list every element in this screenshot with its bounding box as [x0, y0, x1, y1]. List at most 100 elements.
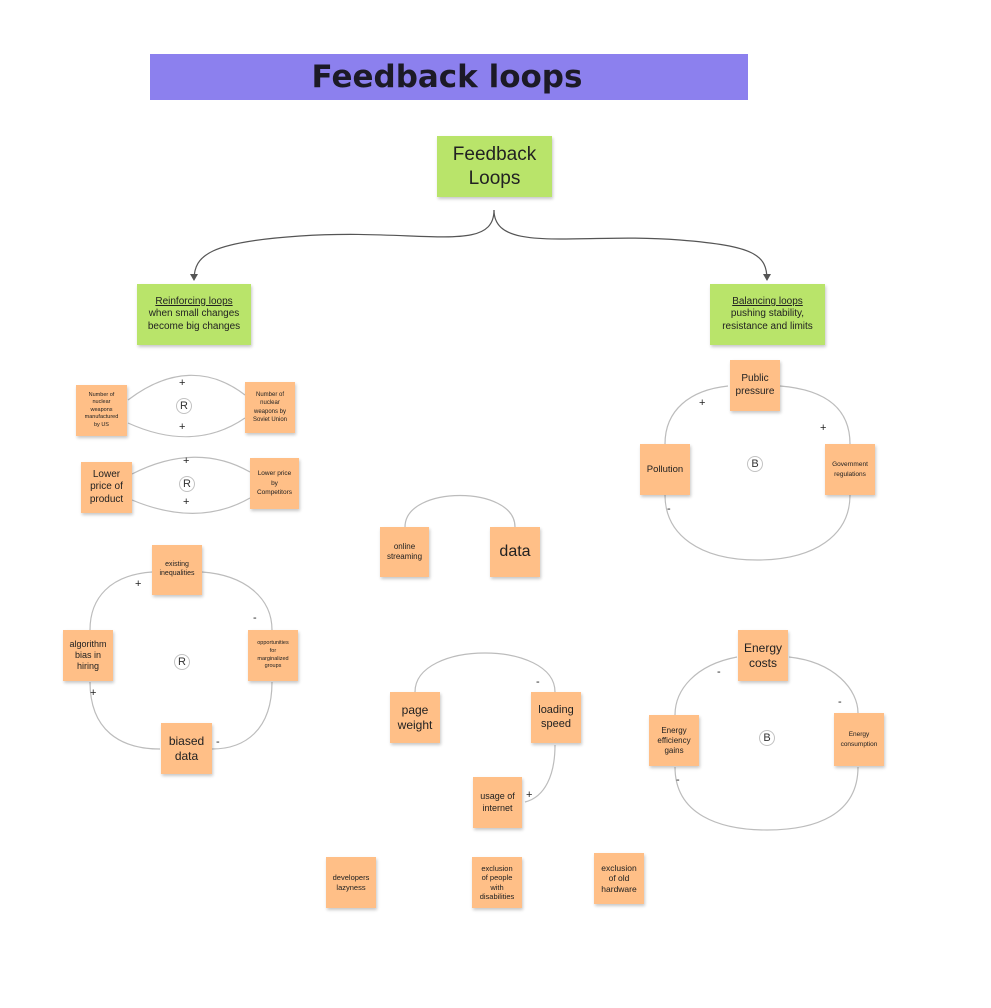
note-text: nuclear [260, 400, 280, 407]
loop-marker-balancing[interactable]: B [759, 730, 775, 746]
note-page-weight[interactable]: page weight [390, 692, 440, 743]
note-text: usage of [480, 791, 515, 802]
note-text: Energy [743, 640, 783, 655]
note-text: Lower [92, 468, 121, 480]
polarity-sign[interactable]: - [838, 696, 842, 708]
polarity-sign[interactable]: - [253, 612, 257, 624]
note-text: weapons [90, 406, 113, 413]
note-competitor-price[interactable]: Lower price by Competitors [250, 458, 299, 509]
link-nuclear-top[interactable] [127, 374, 246, 401]
loop-marker-reinforcing[interactable]: R [176, 398, 192, 414]
note-lower-price[interactable]: Lower price of product [81, 462, 132, 513]
link-nuclear-bottom[interactable] [127, 417, 246, 438]
note-developers-laziness[interactable]: developers lazyness [326, 857, 376, 908]
note-text: manufactured [84, 414, 119, 421]
note-pollution[interactable]: Pollution [640, 444, 690, 495]
polarity-sign[interactable]: - [717, 666, 721, 678]
link-pollution-government[interactable] [664, 494, 851, 561]
polarity-sign[interactable]: + [183, 496, 190, 508]
polarity-sign[interactable]: + [183, 455, 190, 467]
note-text: consumption [840, 740, 878, 748]
note-text: marginalized [257, 655, 289, 662]
note-text: internet [482, 802, 513, 813]
note-text: of people [481, 873, 513, 883]
note-text: exclusion [481, 863, 513, 873]
loop-marker-balancing[interactable]: B [747, 456, 763, 472]
polarity-sign[interactable]: - [216, 736, 220, 748]
link-bias-biased-data[interactable] [211, 681, 273, 750]
polarity-sign[interactable]: + [699, 397, 706, 409]
polarity-sign[interactable]: + [179, 421, 186, 433]
note-text: inequalities [159, 570, 195, 577]
link-costs-efficiency[interactable] [674, 656, 738, 716]
note-text: gains [664, 745, 684, 755]
link-price-top[interactable] [131, 456, 251, 475]
note-loading-speed[interactable]: loading speed [531, 692, 581, 743]
node-text: resistance and limits [722, 320, 813, 332]
link-page-weight-loading[interactable] [414, 652, 556, 693]
polarity-sign[interactable]: - [676, 774, 680, 786]
link-bias-algorithm[interactable] [89, 681, 161, 750]
page-title-banner[interactable]: Feedback loops [150, 54, 748, 100]
polarity-sign[interactable]: + [135, 578, 142, 590]
note-usage-internet[interactable]: usage of internet [473, 777, 522, 828]
link-bias-inequalities[interactable] [89, 571, 153, 631]
connector-root-reinforcing[interactable] [190, 209, 495, 281]
node-feedback-loops[interactable]: Feedback Loops [437, 136, 552, 197]
note-energy-consumption[interactable]: Energy consumption [834, 713, 884, 766]
polarity-sign[interactable]: + [90, 687, 97, 699]
note-biased-data[interactable]: biased data [161, 723, 212, 774]
note-text: loading [538, 703, 574, 716]
note-text: data [499, 543, 531, 560]
connector-root-balancing[interactable] [493, 209, 771, 281]
note-government-regulations[interactable]: Government regulations [825, 444, 875, 495]
link-public-government[interactable] [779, 385, 851, 445]
note-text: streaming [386, 552, 423, 561]
note-text: Public [741, 373, 769, 384]
page-title: Feedback loops [311, 59, 583, 95]
loop-marker-reinforcing[interactable]: R [179, 476, 195, 492]
loop-marker-reinforcing[interactable]: R [174, 654, 190, 670]
note-energy-efficiency[interactable]: Energy efficiency gains [649, 715, 699, 766]
link-streaming-data[interactable] [404, 494, 516, 528]
note-existing-inequalities[interactable]: existing inequalities [152, 545, 202, 595]
link-public-pollution[interactable] [664, 385, 729, 445]
note-exclusion-disabilities[interactable]: exclusion of people with disabilities [472, 857, 522, 908]
note-text: Energy [661, 725, 687, 735]
node-balancing-loops[interactable]: Balancing loops pushing stability, resis… [710, 284, 825, 345]
node-reinforcing-loops[interactable]: Reinforcing loops when small changes bec… [137, 284, 251, 345]
note-text: with [490, 882, 504, 892]
note-text: Energy [848, 731, 870, 739]
note-online-streaming[interactable]: online streaming [380, 527, 429, 577]
polarity-sign[interactable]: - [667, 503, 671, 515]
note-text: speed [541, 717, 571, 730]
note-text: Soviet Union [252, 416, 288, 423]
polarity-sign[interactable]: + [179, 377, 186, 389]
note-text: disabilities [479, 891, 515, 901]
note-opportunities[interactable]: opportunities for marginalized groups [248, 630, 298, 681]
note-energy-costs[interactable]: Energy costs [738, 630, 788, 681]
note-public-pressure[interactable]: Public pressure [730, 360, 780, 411]
note-text: nuclear [92, 399, 111, 406]
node-heading: Balancing loops [732, 295, 803, 307]
node-text: pushing stability, [730, 308, 805, 320]
note-text: biased [168, 733, 205, 748]
note-text: developers [332, 873, 370, 883]
polarity-sign[interactable]: + [820, 422, 827, 434]
note-exclusion-hardware[interactable]: exclusion of old hardware [594, 853, 644, 904]
node-text: become big changes [147, 320, 241, 332]
link-efficiency-consumption[interactable] [674, 766, 859, 831]
polarity-sign[interactable]: - [536, 676, 540, 688]
note-text: product [89, 493, 124, 505]
polarity-sign[interactable]: + [526, 789, 533, 801]
note-algorithm-bias[interactable]: algorithm bias in hiring [63, 630, 113, 681]
note-text: groups [264, 663, 282, 670]
link-costs-consumption[interactable] [788, 656, 859, 714]
link-price-bottom[interactable] [131, 497, 251, 514]
note-data[interactable]: data [490, 527, 540, 577]
link-bias-opportunities[interactable] [201, 571, 273, 631]
note-nuclear-soviet[interactable]: Number of nuclear weapons by Soviet Unio… [245, 382, 295, 433]
note-text: by US [94, 421, 109, 428]
note-nuclear-us[interactable]: Number of nuclear weapons manufactured b… [76, 385, 127, 436]
